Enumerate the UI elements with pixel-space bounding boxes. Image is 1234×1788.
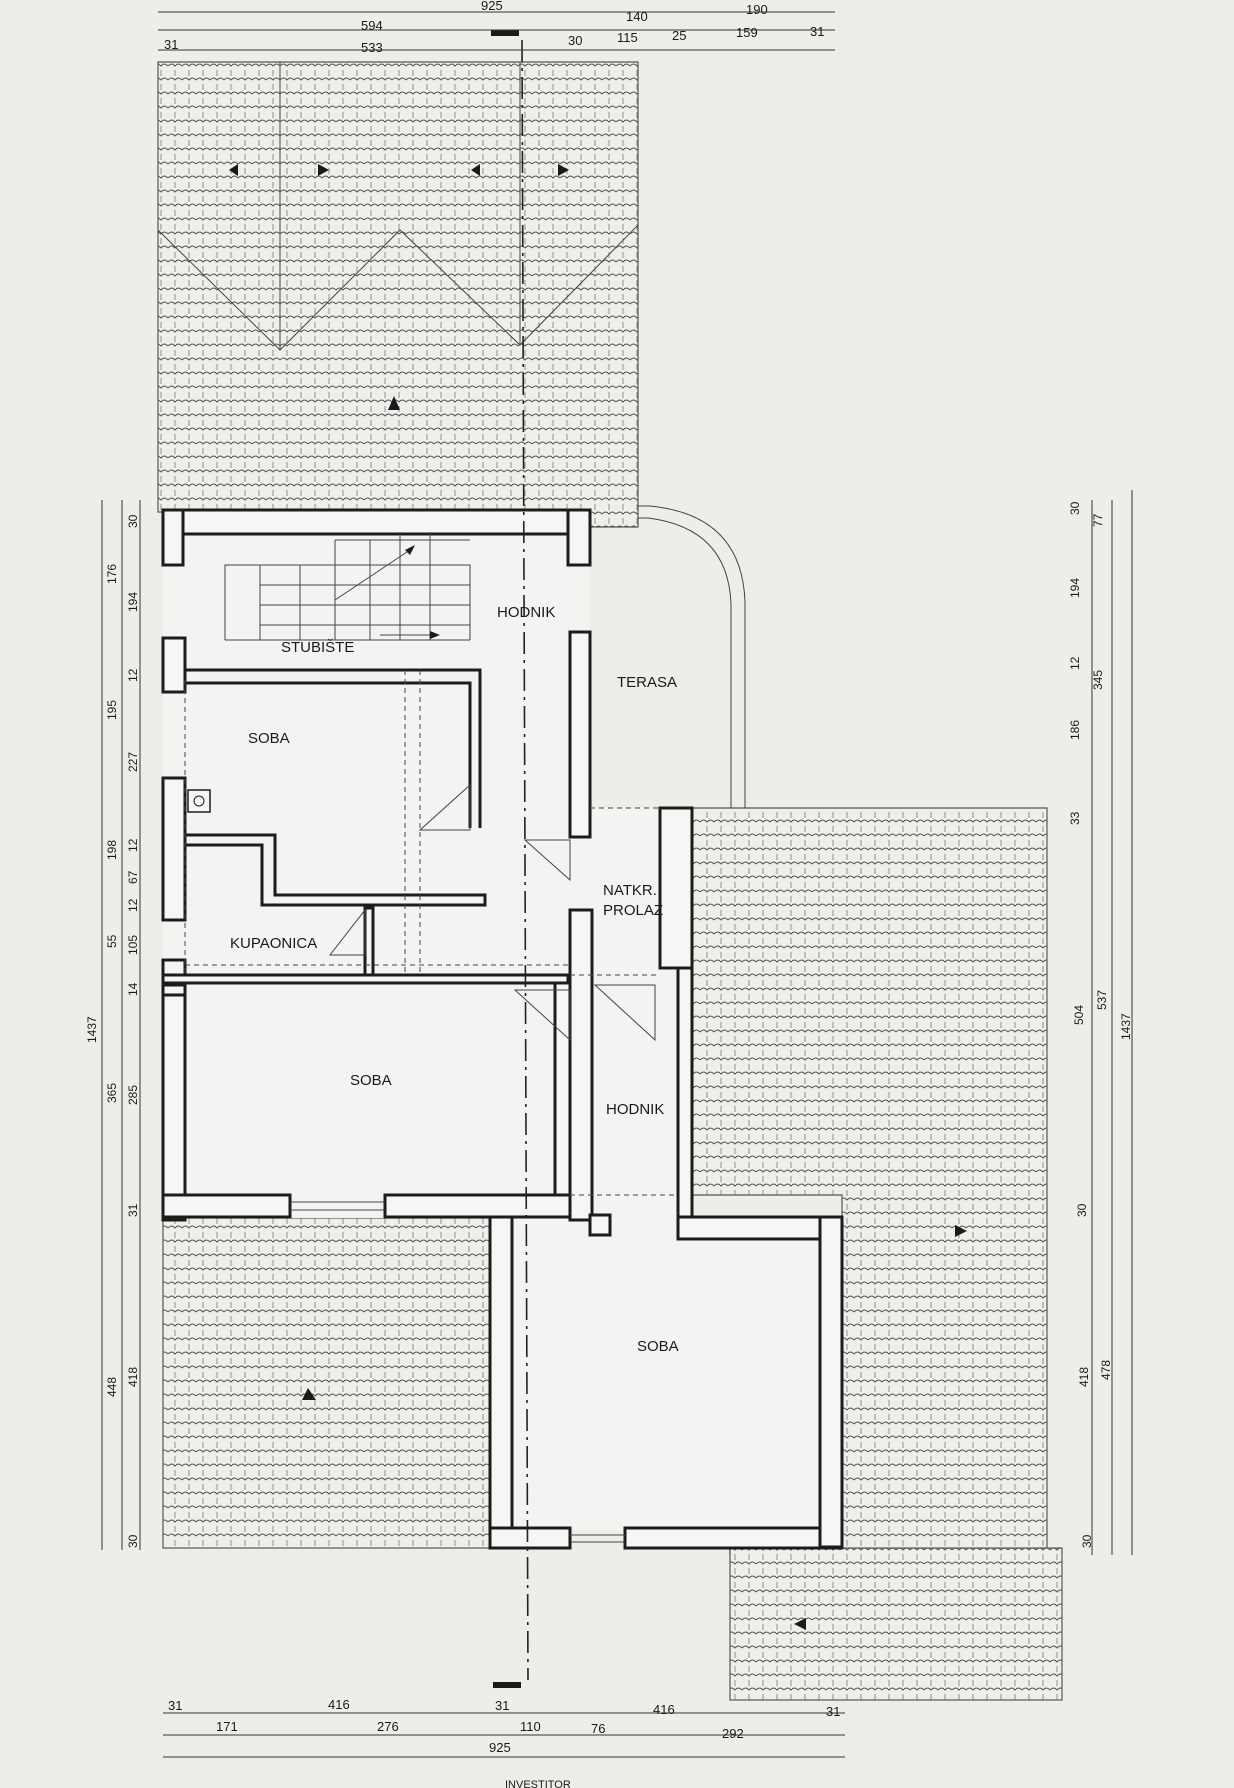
svg-text:67: 67	[126, 870, 140, 884]
svg-text:198: 198	[105, 840, 119, 860]
svg-text:1437: 1437	[85, 1016, 99, 1043]
svg-text:77: 77	[1091, 513, 1105, 527]
wall-top	[161, 508, 592, 536]
svg-text:292: 292	[722, 1726, 744, 1741]
svg-text:31: 31	[168, 1698, 182, 1713]
svg-text:14: 14	[126, 982, 140, 996]
label-hodnik-upper: HODNIK	[497, 604, 555, 621]
svg-text:55: 55	[105, 934, 119, 948]
svg-text:31: 31	[495, 1698, 509, 1713]
svg-text:171: 171	[216, 1719, 238, 1734]
svg-text:30: 30	[126, 514, 140, 528]
svg-text:194: 194	[126, 592, 140, 612]
svg-text:31: 31	[164, 37, 178, 52]
svg-text:30: 30	[1075, 1203, 1089, 1217]
svg-text:31: 31	[826, 1704, 840, 1719]
label-natkr: NATKR.	[603, 882, 657, 899]
svg-text:345: 345	[1091, 670, 1105, 690]
svg-text:30: 30	[1080, 1534, 1094, 1548]
svg-text:190: 190	[746, 2, 768, 17]
svg-text:227: 227	[126, 752, 140, 772]
terrace-outline	[638, 505, 746, 808]
top-dimensions: 925 140 190 594 25 159 31 31 533 30 115	[158, 0, 835, 55]
svg-text:176: 176	[105, 564, 119, 584]
svg-text:31: 31	[810, 24, 824, 39]
svg-text:31: 31	[126, 1203, 140, 1217]
right-dimensions: 30 194 12 186 33 504 30 418 30 77 345 53…	[1068, 490, 1133, 1555]
section-line	[521, 39, 529, 1681]
svg-text:418: 418	[126, 1367, 140, 1387]
svg-text:448: 448	[105, 1377, 119, 1397]
svg-text:12: 12	[126, 838, 140, 852]
door-swings	[328, 783, 656, 1042]
svg-text:594: 594	[361, 18, 383, 33]
svg-text:925: 925	[481, 0, 503, 13]
svg-text:416: 416	[328, 1697, 350, 1712]
label-soba-lower: SOBA	[637, 1338, 679, 1355]
svg-text:30: 30	[126, 1534, 140, 1548]
svg-text:159: 159	[736, 25, 758, 40]
svg-text:33: 33	[1068, 811, 1082, 825]
svg-text:12: 12	[1068, 656, 1082, 670]
svg-text:110: 110	[520, 1719, 541, 1734]
roof-ridge-lines	[157, 224, 639, 351]
footer-partial-text: INVESTITOR	[505, 1779, 571, 1788]
svg-text:12: 12	[126, 898, 140, 912]
roof-right-lower-extension	[729, 1547, 1063, 1701]
svg-text:533: 533	[361, 40, 383, 55]
svg-text:115: 115	[617, 30, 638, 45]
washbasin	[187, 789, 211, 813]
wall-soba-upper	[185, 668, 482, 828]
svg-text:276: 276	[377, 1719, 399, 1734]
svg-text:418: 418	[1077, 1367, 1091, 1387]
roof-left-lower	[162, 1217, 494, 1549]
svg-text:76: 76	[591, 1721, 605, 1736]
label-soba-upper: SOBA	[248, 730, 290, 747]
label-hodnik-lower: HODNIK	[606, 1101, 664, 1118]
svg-text:925: 925	[489, 1740, 511, 1755]
svg-text:195: 195	[105, 700, 119, 720]
label-stubiste: STUBIŠTE	[281, 639, 354, 656]
label-terasa: TERASA	[617, 674, 677, 691]
svg-text:478: 478	[1099, 1360, 1113, 1380]
label-soba-middle: SOBA	[350, 1072, 392, 1089]
svg-text:504: 504	[1072, 1005, 1086, 1025]
svg-text:12: 12	[126, 668, 140, 682]
svg-text:537: 537	[1095, 990, 1109, 1010]
svg-text:105: 105	[126, 935, 140, 955]
svg-text:25: 25	[672, 28, 686, 43]
svg-text:186: 186	[1068, 720, 1082, 740]
bottom-dimensions: 31 416 31 416 31 171 276 110 76 292 925 …	[163, 1697, 845, 1788]
svg-text:30: 30	[568, 33, 582, 48]
roof-slope-arrows	[229, 164, 967, 1630]
svg-text:140: 140	[626, 9, 648, 24]
svg-text:365: 365	[105, 1083, 119, 1103]
svg-text:285: 285	[126, 1085, 140, 1105]
svg-text:194: 194	[1068, 578, 1082, 598]
roof-top	[157, 61, 639, 528]
label-kupaonica: KUPAONICA	[230, 935, 317, 952]
left-dimensions: 1437 176 195 198 55 365 448 30 194 12 22…	[85, 500, 141, 1550]
label-prolaz: PROLAZ	[603, 902, 663, 919]
floor-area	[163, 512, 822, 1530]
svg-text:416: 416	[653, 1702, 675, 1717]
svg-text:30: 30	[1068, 501, 1082, 515]
staircase	[224, 532, 471, 641]
svg-text:1437: 1437	[1119, 1013, 1133, 1040]
